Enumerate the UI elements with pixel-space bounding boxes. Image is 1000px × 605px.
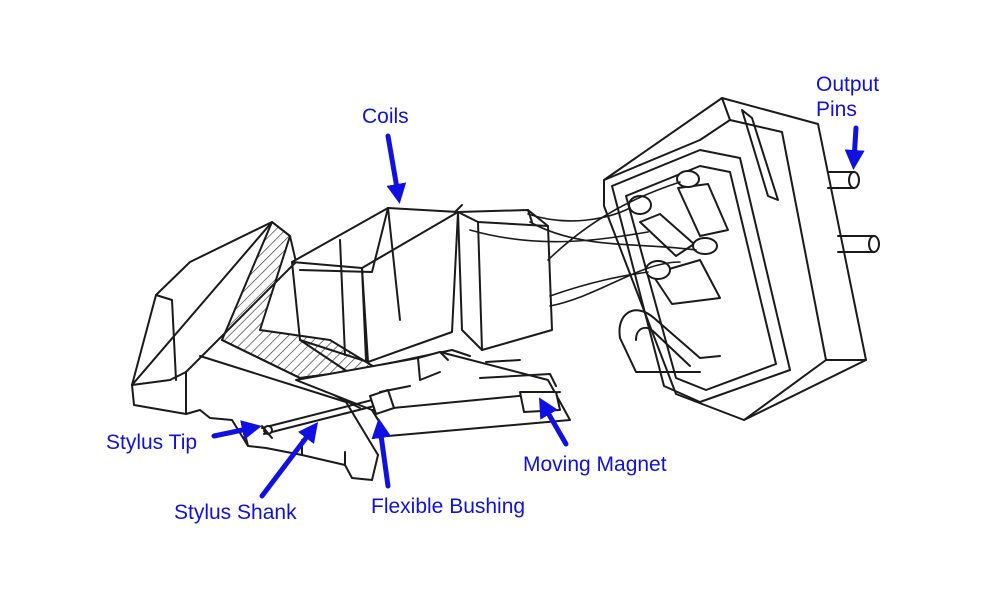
lead-wires: [469, 181, 697, 307]
moving-magnet-arrow: [538, 397, 569, 447]
coils-arrow: [385, 133, 407, 204]
coils-label: Coils: [362, 105, 409, 128]
output-pin-housing: [603, 97, 880, 421]
coils: [291, 204, 553, 373]
output-pins-label: Output Pins: [816, 72, 879, 122]
output-pins-label-line2: Pins: [816, 98, 857, 121]
moving-magnet-label: Moving Magnet: [523, 453, 667, 476]
stylus-tip-arrow: [211, 420, 262, 440]
stylus-shank-label: Stylus Shank: [174, 501, 297, 524]
stylus-tip-label: Stylus Tip: [106, 431, 198, 454]
flexible-bushing-label: Flexible Bushing: [371, 495, 526, 518]
output-pins-label-line1: Output: [816, 73, 880, 96]
stylus-shank-arrow: [259, 422, 319, 499]
output-pins-arrow: [844, 125, 865, 170]
flexible-bushing-arrow: [371, 418, 392, 489]
